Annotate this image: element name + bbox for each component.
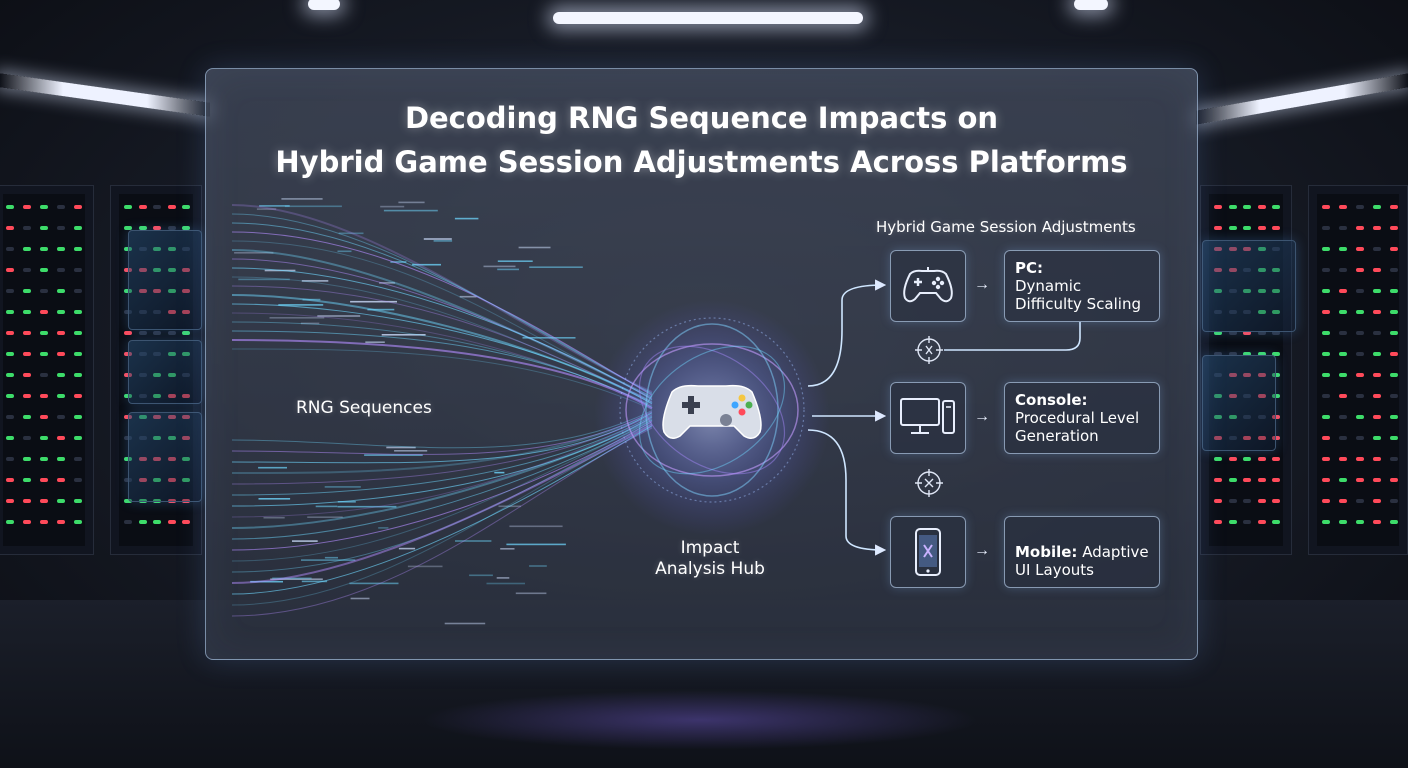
rng-streams (232, 205, 652, 616)
impact-analysis-hub-label: Impact Analysis Hub (620, 538, 800, 580)
rng-sequences-label: RNG Sequences (296, 398, 432, 418)
code-fragment (351, 598, 370, 600)
code-fragment (301, 559, 355, 561)
code-fragment (497, 577, 510, 579)
pc-adjustment-text: Dynamic Difficulty Scaling (1015, 277, 1149, 313)
code-fragment (445, 623, 486, 625)
code-fragment (519, 247, 551, 249)
code-fragment (316, 506, 338, 508)
code-fragment (270, 317, 325, 319)
rng-stream-line (232, 304, 652, 404)
code-fragment (281, 198, 322, 200)
console-adjustment-box: Console: Procedural Level Generation (1004, 382, 1160, 454)
code-fragment (497, 269, 519, 271)
code-fragment (506, 544, 566, 546)
hub-label-line-2: Analysis Hub (620, 559, 800, 580)
code-fragment (498, 260, 533, 262)
pc-arrow-icon: → (974, 276, 990, 294)
rng-stream-line (232, 414, 652, 473)
gamepad-icon (900, 266, 956, 306)
code-fragment (365, 341, 385, 343)
code-fragment (408, 566, 443, 568)
mobile-icon-box (890, 516, 966, 588)
adjustments-heading: Hybrid Game Session Adjustments (876, 218, 1136, 236)
code-fragment (380, 206, 404, 208)
mobile-adjustment-box: Mobile: Adaptive UI Layouts (1004, 516, 1160, 588)
hub-label-line-1: Impact (620, 538, 800, 559)
code-fragment (259, 498, 291, 500)
console-icon-box (890, 382, 966, 454)
code-fragment (264, 517, 285, 519)
code-fragment (529, 565, 547, 567)
code-fragment (494, 472, 504, 474)
code-fragment (460, 296, 477, 298)
code-fragment (434, 240, 453, 242)
console-arrow-icon: → (974, 408, 990, 426)
console-platform-label: Console: (1015, 391, 1149, 409)
mobile-platform-label: Mobile: (1015, 543, 1077, 561)
code-fragment (338, 251, 352, 253)
code-fragment (292, 540, 318, 542)
code-fragment (285, 206, 342, 208)
code-fragment (500, 548, 514, 550)
code-fragment (484, 266, 516, 268)
pc-adjustment-box: PC: Dynamic Difficulty Scaling (1004, 250, 1160, 322)
rng-stream-line (232, 331, 652, 407)
code-fragment (509, 526, 562, 528)
code-fragment (258, 467, 287, 469)
code-fragment (338, 506, 397, 508)
code-fragment (378, 527, 388, 529)
code-fragment (469, 575, 493, 577)
code-fragment (516, 593, 547, 595)
code-fragment (399, 548, 415, 550)
pc-platform-label: PC: (1015, 259, 1149, 277)
code-fragment (455, 218, 479, 220)
code-fragment (349, 583, 398, 585)
pc-icon-box (890, 250, 966, 322)
code-fragment (394, 450, 427, 452)
code-fragment (325, 557, 338, 559)
rng-stream-line (232, 223, 652, 394)
smartphone-icon (910, 527, 946, 577)
code-fragment (307, 516, 343, 518)
code-fragment (487, 583, 526, 585)
code-fragment (325, 486, 361, 488)
rng-stream-line (232, 423, 652, 561)
console-adjustment-text: Procedural Level Generation (1015, 409, 1149, 445)
rng-stream-line (232, 286, 652, 402)
monitor-console-icon (898, 395, 958, 441)
mobile-arrow-icon: → (974, 542, 990, 560)
code-fragment (384, 210, 438, 212)
code-fragment (529, 266, 583, 268)
code-fragment (455, 540, 491, 542)
code-fragment (424, 238, 452, 240)
code-fragment (398, 202, 424, 204)
rng-stream-line (232, 411, 652, 448)
